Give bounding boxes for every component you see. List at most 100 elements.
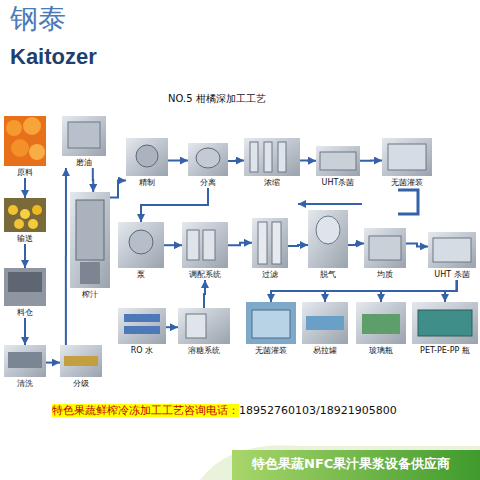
process-step: 溶糖系统 (178, 308, 230, 356)
step-label: UHT 杀菌 (422, 269, 480, 280)
process-step: 均质 (364, 228, 406, 280)
homogenizer-photo (364, 228, 406, 268)
flow-arrow (228, 243, 252, 245)
orange-fruit (29, 144, 45, 160)
refiner-drum (136, 145, 158, 167)
can-line-photo (302, 302, 348, 344)
orange-fruit (23, 117, 41, 135)
step-label: 玻璃瓶 (350, 345, 412, 356)
process-step: UHT 杀菌 (428, 232, 476, 280)
evaporator-column (264, 142, 272, 172)
juicer-body (76, 200, 104, 260)
flow-arrow (164, 244, 182, 246)
orange-fruit (6, 120, 22, 136)
washer-tank (8, 352, 42, 368)
filler-cabinet (252, 310, 290, 338)
fruit-dot (32, 205, 42, 215)
grader-belt (64, 356, 98, 366)
process-step: 输送 (4, 198, 46, 244)
band-shadow (200, 445, 480, 480)
pump-body (129, 230, 153, 254)
step-label: 均质 (358, 269, 412, 280)
flow-arrow (360, 160, 382, 162)
sugar-tank (186, 314, 206, 338)
glass-bottle-line-photo (356, 302, 406, 344)
step-label: 精制 (120, 177, 174, 188)
step-label: 榨汁 (64, 289, 116, 300)
separator-photo (188, 143, 228, 176)
can-row (306, 316, 344, 330)
flow-arrow (288, 244, 308, 247)
juicer-base (80, 262, 100, 284)
flow-arrow (46, 362, 60, 364)
step-label: UHT杀菌 (310, 177, 366, 188)
process-step: 榨汁 (70, 192, 110, 300)
flow-arrow (300, 160, 316, 162)
filter-housing (258, 222, 267, 264)
process-step: PET-PE-PP 瓶 (412, 302, 478, 356)
uht-photo (428, 232, 476, 268)
step-label: 浓缩 (238, 177, 306, 188)
aseptic-filler-photo (246, 302, 296, 344)
supplier-slogan: 特色果蔬NFC果汁果浆设备供应商 (252, 456, 450, 472)
evaporator-column (250, 142, 258, 172)
flow-arrow (110, 181, 126, 198)
grader-photo (60, 345, 102, 377)
filter-photo (252, 218, 288, 268)
return-arrow (298, 203, 362, 205)
uht-unit (433, 238, 471, 262)
pet-bottle-line-photo (412, 302, 478, 344)
flow-arrow (24, 318, 26, 345)
step-label: 磨油 (56, 157, 112, 168)
return-bracket (398, 190, 418, 214)
step-label: 料仓 (0, 307, 52, 318)
fruit-dot (14, 219, 24, 229)
flow-arrow (168, 160, 188, 162)
fruit-dot (20, 209, 30, 219)
blend-tank (187, 230, 199, 260)
phone-line: 特色果蔬鲜榨冷冻加工工艺咨询电话：18952760103/18921905800 (52, 403, 397, 418)
uht-unit (320, 152, 356, 170)
flow-arrow (325, 280, 457, 302)
flow-arrow (65, 168, 67, 345)
process-step: 浓缩 (244, 138, 300, 188)
step-label: 脱气 (302, 269, 354, 280)
step-label: 分级 (54, 378, 108, 389)
deaerator-vessel (316, 216, 340, 244)
step-label: PET-PE-PP 瓶 (406, 345, 480, 356)
silo-photo (4, 268, 46, 306)
juicer-photo (70, 192, 110, 288)
pet-filler-body (418, 310, 472, 336)
flow-arrow (141, 188, 208, 222)
step-label: 过滤 (246, 269, 294, 280)
process-step: 玻璃瓶 (356, 302, 406, 356)
step-label: 无菌灌装 (240, 345, 302, 356)
process-step: 分离 (188, 143, 228, 188)
uht-photo (316, 146, 360, 176)
process-step: 无菌灌装 (246, 302, 296, 356)
ro-membrane (124, 326, 160, 334)
blend-tank (203, 230, 215, 260)
process-step: 脱气 (308, 210, 348, 280)
oil-extractor-photo (62, 116, 106, 156)
process-step: 清洗 (4, 345, 46, 389)
flow-arrow (24, 178, 26, 198)
flow-arrow (228, 160, 244, 163)
blending-photo (182, 222, 228, 268)
step-label: 原料 (0, 167, 52, 178)
washer-photo (4, 345, 46, 377)
flow-arrow (92, 168, 94, 192)
filler-cabinet (388, 144, 426, 170)
process-step: 分级 (60, 345, 102, 389)
process-step: 磨油 (62, 116, 106, 168)
step-label: RO 水 (112, 345, 172, 356)
fruit-dot (8, 205, 18, 215)
step-label: 溶糖系统 (172, 345, 236, 356)
process-step: 易拉罐 (302, 302, 348, 356)
deaerator-photo (308, 210, 348, 268)
process-step: 精制 (126, 138, 168, 188)
flow-arrow (445, 280, 457, 302)
process-step: 无菌灌装 (382, 138, 432, 188)
homogenizer-body (369, 236, 401, 260)
brand-name: Kaitozer (10, 44, 97, 70)
